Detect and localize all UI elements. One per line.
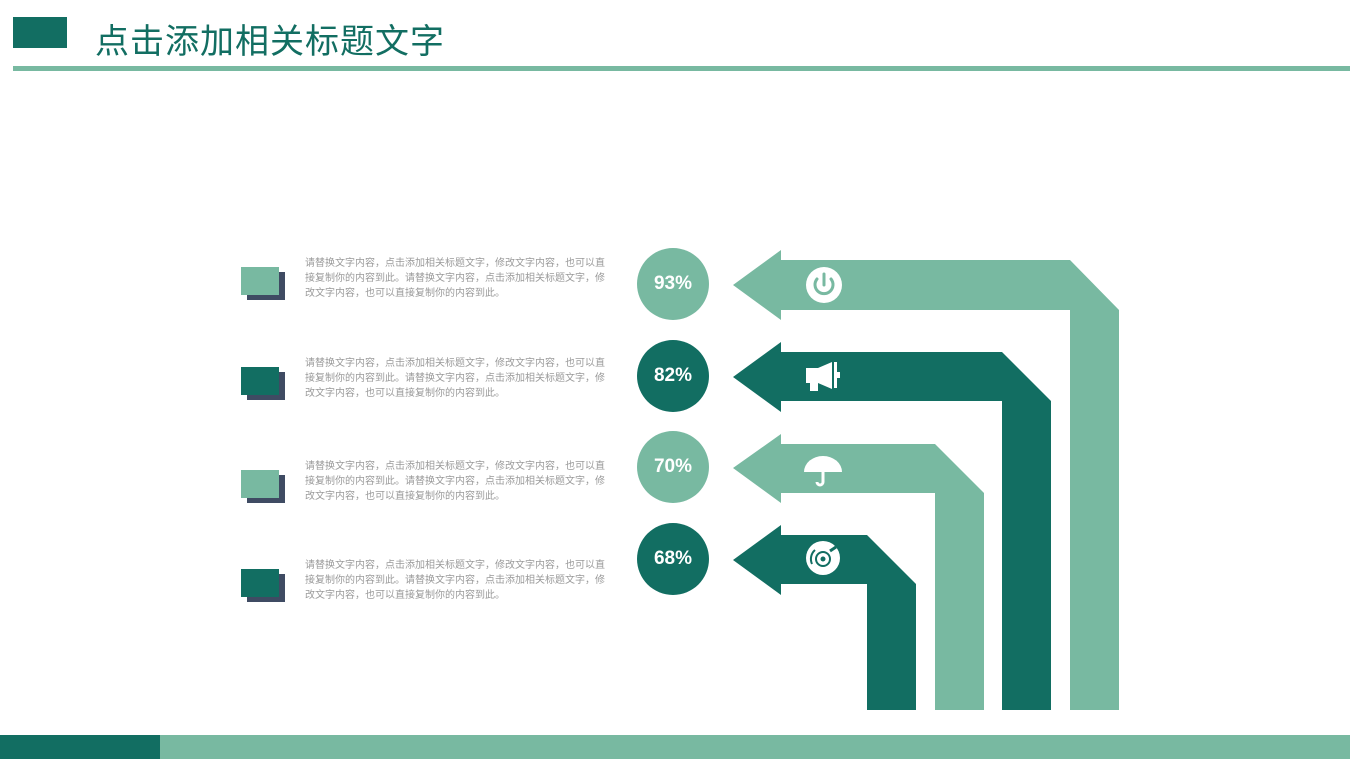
title-accent-block [13, 17, 67, 48]
footer-bar-light [160, 735, 1350, 759]
percent-badge: 93% [637, 248, 709, 320]
description-text[interactable]: 请替换文字内容，点击添加相关标题文字，修改文字内容，也可以直接复制你的内容到此。… [305, 258, 605, 299]
description-text[interactable]: 请替换文字内容，点击添加相关标题文字，修改文字内容，也可以直接复制你的内容到此。… [305, 461, 605, 502]
percent-badge: 82% [637, 340, 709, 412]
description-text[interactable]: 请替换文字内容，点击添加相关标题文字，修改文字内容，也可以直接复制你的内容到此。… [305, 358, 605, 399]
arrow-4 [733, 525, 916, 710]
bullet-square [241, 470, 279, 498]
percent-badge: 70% [637, 431, 709, 503]
footer-bar-dark [0, 735, 160, 759]
bullet-square [241, 367, 279, 395]
bullet-square [241, 569, 279, 597]
bullet-square [241, 267, 279, 295]
disc-icon [806, 541, 840, 575]
page-title[interactable]: 点击添加相关标题文字 [95, 22, 445, 62]
title-divider [13, 66, 1350, 71]
power-icon [806, 267, 842, 303]
arrow-2 [733, 342, 1051, 710]
description-text[interactable]: 请替换文字内容，点击添加相关标题文字，修改文字内容，也可以直接复制你的内容到此。… [305, 560, 605, 601]
megaphone-icon [806, 362, 840, 391]
arrow-3 [733, 434, 984, 710]
percent-badge: 68% [637, 523, 709, 595]
arrow-1 [733, 250, 1119, 710]
umbrella-icon [804, 456, 842, 487]
